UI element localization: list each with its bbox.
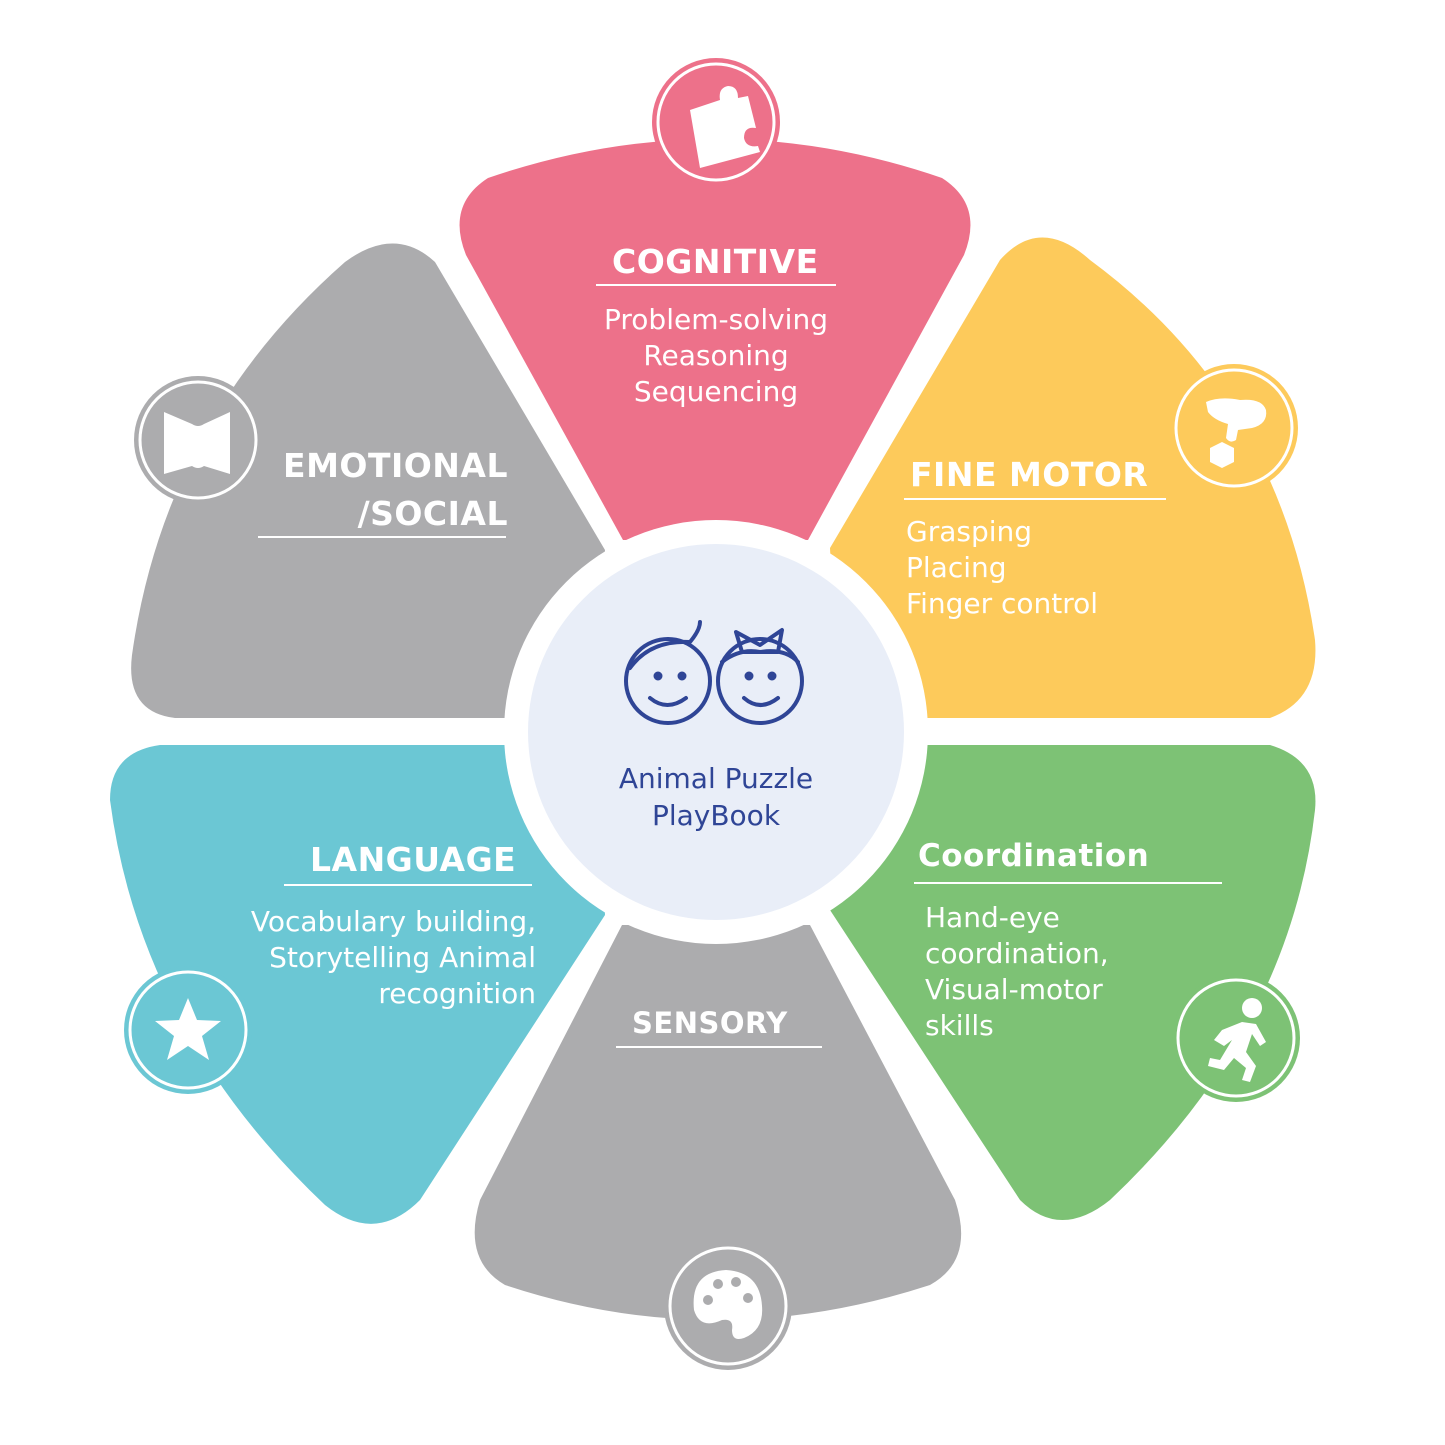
fine-motor-line-3: Finger control	[906, 587, 1099, 620]
fine-motor-line-2: Placing	[906, 551, 1007, 584]
center-label: Animal Puzzle PlayBook	[566, 760, 866, 834]
fine-motor-icon-badge	[1170, 364, 1298, 492]
coordination-line-3: Visual-motor	[925, 973, 1103, 1006]
petal-sensory	[474, 925, 962, 1320]
cognitive-line-1: Problem-solving	[604, 303, 828, 336]
hand-grasping-block-icon	[1206, 398, 1267, 468]
emotional-underline	[258, 536, 506, 538]
emotional-icon-badge	[134, 376, 262, 504]
center-label-line-2: PlayBook	[651, 799, 781, 832]
cognitive-icon-badge	[652, 58, 780, 186]
center-label-line-1: Animal Puzzle	[618, 762, 814, 795]
cognitive-line-2: Reasoning	[643, 339, 789, 372]
language-line-1: Vocabulary building,	[250, 905, 536, 938]
sensory-underline	[616, 1046, 822, 1048]
language-line-3: recognition	[378, 977, 536, 1010]
coordination-line-4: skills	[925, 1009, 994, 1042]
two-kids-faces-icon	[624, 620, 804, 725]
coordination-icon-badge	[1172, 974, 1300, 1102]
coordination-title: Coordination	[918, 838, 1150, 874]
coordination-underline	[914, 882, 1222, 884]
running-person-icon	[1208, 998, 1266, 1082]
star-icon	[155, 998, 221, 1060]
fine-motor-title: FINE MOTOR	[910, 455, 1149, 494]
cognitive-line-3: Sequencing	[633, 375, 799, 408]
petal-fine-motor	[830, 237, 1316, 718]
sensory-title: SENSORY	[632, 1006, 788, 1040]
open-book-icon	[164, 412, 230, 474]
petal-emotional	[131, 243, 605, 718]
language-icon-badge	[124, 966, 252, 1094]
coordination-line-2: coordination,	[925, 937, 1109, 970]
center-circle	[528, 544, 904, 920]
petal-language	[110, 745, 605, 1224]
petal-coordination	[830, 745, 1316, 1220]
emotional-title-line-2: /SOCIAL	[357, 494, 508, 533]
language-line-2: Storytelling Animal	[269, 941, 536, 974]
language-title: LANGUAGE	[310, 840, 517, 879]
paint-palette-icon	[693, 1270, 763, 1339]
coordination-line-1: Hand-eye	[925, 901, 1060, 934]
fine-motor-underline	[904, 498, 1166, 500]
cognitive-title: COGNITIVE	[612, 242, 819, 281]
puzzle-piece-icon	[690, 86, 760, 168]
language-underline	[284, 884, 532, 886]
sensory-icon-badge	[664, 1242, 792, 1370]
fine-motor-line-1: Grasping	[906, 515, 1033, 548]
emotional-title-line-1: EMOTIONAL	[283, 446, 508, 485]
petal-cognitive	[459, 139, 971, 540]
cognitive-underline	[596, 284, 836, 286]
